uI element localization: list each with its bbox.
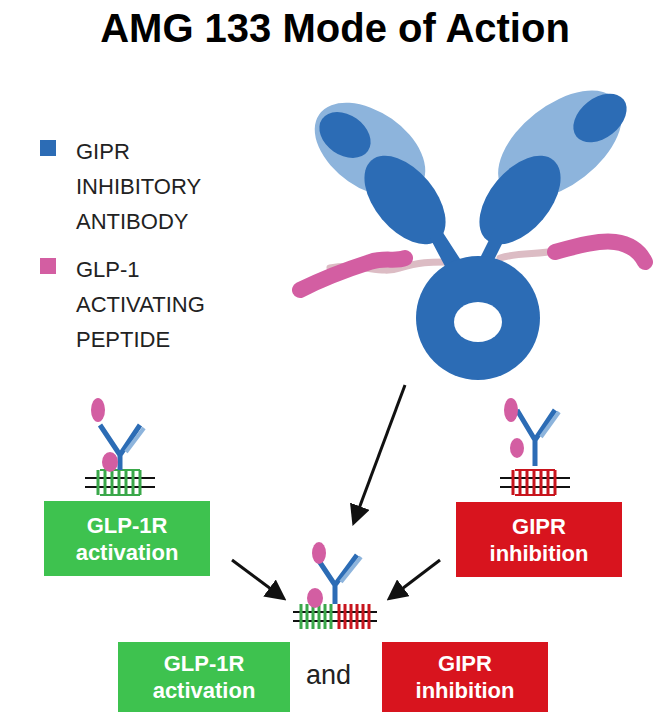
combined-icon (293, 542, 377, 629)
box-label: GIPR inhibition (390, 650, 540, 704)
inhibition-box: GIPR inhibition (382, 642, 548, 712)
glp1r-icon (85, 398, 155, 495)
box-label: GLP-1R activation (126, 650, 282, 704)
activation-box: GLP-1R activation (118, 642, 290, 712)
legend-entry: GIPR INHIBITORY ANTIBODY (40, 134, 226, 239)
gipr-icon (500, 398, 570, 495)
legend-swatch (40, 258, 56, 274)
legend-entry: GLP-1 ACTIVATING PEPTIDE (40, 252, 226, 357)
box-label: GLP-1R activation (52, 512, 202, 566)
box-label: GIPR inhibition (464, 513, 614, 567)
legend-swatch (40, 140, 56, 156)
inhibition-box: GIPR inhibition (456, 502, 622, 577)
legend-text: GIPR INHIBITORY ANTIBODY (76, 134, 226, 239)
antibody-model (297, 69, 645, 380)
connector-word: and (306, 660, 351, 691)
title: AMG 133 Mode of Action (0, 6, 670, 51)
activation-box: GLP-1R activation (44, 501, 210, 576)
legend-text: GLP-1 ACTIVATING PEPTIDE (76, 252, 226, 357)
